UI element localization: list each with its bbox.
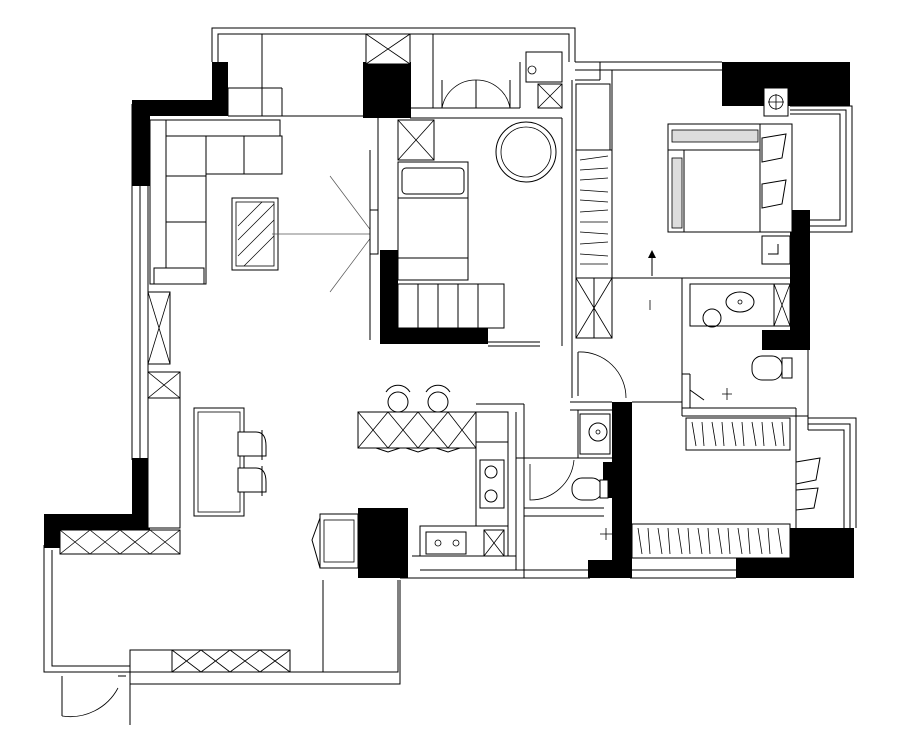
wall-col [212, 62, 228, 116]
dining-table [193, 407, 267, 517]
third-bedroom [631, 417, 821, 559]
coffee-table [231, 197, 279, 271]
outer-walls [43, 27, 857, 725]
kitchen [357, 384, 509, 557]
tv-cabinet [369, 209, 379, 255]
hall-wardrobe [575, 83, 613, 339]
structural-walls [44, 62, 854, 578]
wall-col [790, 210, 810, 350]
shoe-cabinet [147, 291, 181, 529]
wall-col [358, 508, 408, 578]
wall-col [380, 326, 488, 344]
wall-col [132, 458, 150, 528]
washer-unit [311, 513, 359, 569]
entry-door [61, 675, 126, 717]
wall-col [588, 560, 630, 578]
wall-col [612, 402, 632, 578]
middle-bedroom [397, 119, 557, 347]
top-balcony [365, 33, 563, 109]
living-room [59, 119, 379, 717]
wall-col [44, 514, 150, 530]
wall-col [363, 62, 411, 118]
wall-col [380, 250, 398, 342]
second-bath [529, 413, 612, 540]
l-sofa [149, 119, 283, 285]
master-bedroom [648, 87, 793, 310]
balcony-cabinets [59, 529, 291, 673]
interior-walls [227, 62, 808, 578]
wall-col [44, 514, 60, 548]
corridor-door [577, 351, 627, 399]
wall-col [132, 116, 150, 186]
wall-col [132, 100, 212, 116]
master-bath [689, 283, 793, 401]
